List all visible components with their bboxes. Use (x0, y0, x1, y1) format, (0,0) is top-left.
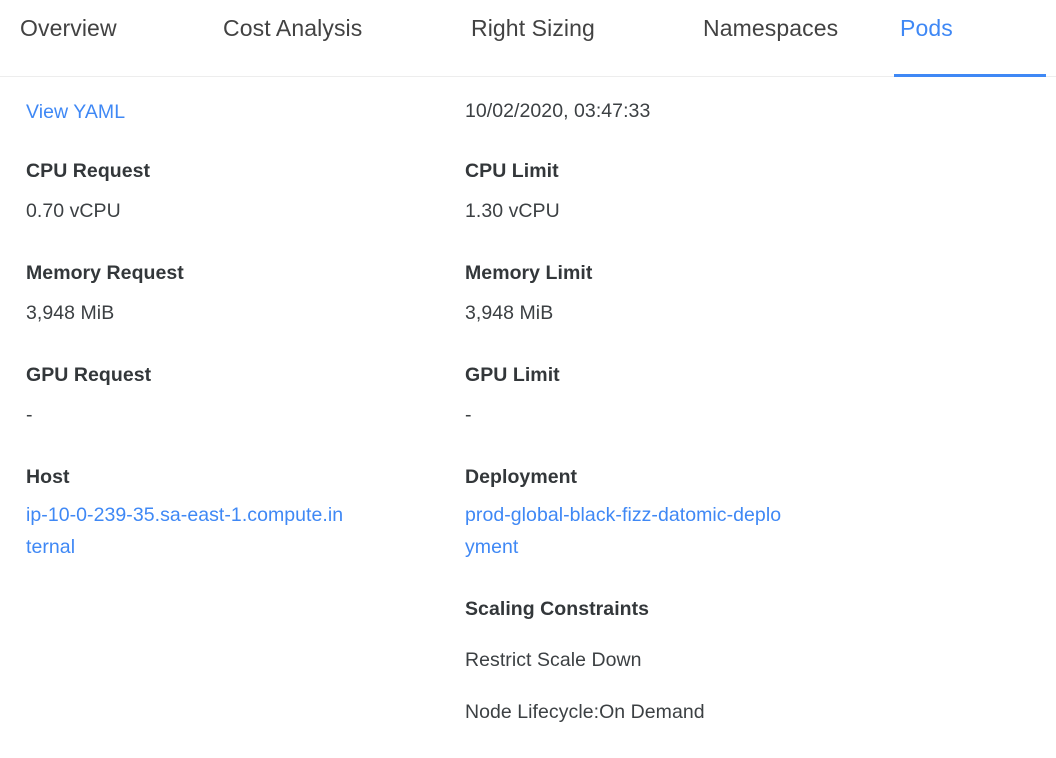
tab-overview[interactable]: Overview (14, 0, 140, 77)
tab-label: Right Sizing (471, 15, 595, 41)
tab-bar: Overview Cost Analysis Right Sizing Namespa… (0, 0, 1056, 77)
field-host: Host ip-10-0-239-35.sa-east-1.compute.in… (26, 464, 348, 563)
tab-namespaces[interactable]: Namespaces (697, 0, 847, 77)
field-label: Host (26, 466, 70, 488)
field-label: GPU Limit (465, 364, 560, 386)
field-cpu-request: CPU Request 0.70 vCPU (26, 158, 150, 224)
field-memory-request: Memory Request 3,948 MiB (26, 260, 184, 326)
field-label: Memory Request (26, 262, 184, 284)
field-value: 3,948 MiB (465, 302, 554, 324)
field-value: 1.30 vCPU (465, 200, 560, 222)
field-value: - (465, 404, 472, 426)
field-label: GPU Request (26, 364, 152, 386)
scaling-constraints-label: Scaling Constraints (465, 598, 650, 620)
tab-pods[interactable]: Pods (894, 0, 1046, 77)
view-yaml-link[interactable]: View YAML (26, 101, 126, 123)
pod-start-timestamp: 10/02/2020, 03:47:33 (465, 100, 651, 122)
tab-list: Overview Cost Analysis Right Sizing Namespa… (0, 0, 1056, 77)
tab-right-sizing[interactable]: Right Sizing (465, 0, 607, 77)
scaling-constraint-item: Restrict Scale Down (465, 649, 642, 671)
section-scaling-constraints: Scaling Constraints Restrict Scale Down … (465, 596, 705, 725)
host-link[interactable]: ip-10-0-239-35.sa-east-1.compute.interna… (26, 504, 344, 558)
tab-cost-analysis[interactable]: Cost Analysis (217, 0, 372, 77)
active-tab-underline (894, 74, 1046, 77)
field-label: CPU Limit (465, 160, 559, 182)
field-value: 0.70 vCPU (26, 200, 121, 222)
field-value: - (26, 404, 33, 426)
field-cpu-limit: CPU Limit 1.30 vCPU (465, 158, 560, 224)
field-label: Deployment (465, 466, 578, 488)
field-label: CPU Request (26, 160, 151, 182)
field-label: Memory Limit (465, 262, 593, 284)
scaling-constraint-item: Node Lifecycle:On Demand (465, 701, 705, 723)
tab-label: Cost Analysis (223, 15, 363, 41)
tab-label: Pods (900, 15, 953, 41)
field-value: 3,948 MiB (26, 302, 115, 324)
deployment-link[interactable]: prod-global-black-fizz-datomic-deploymen… (465, 504, 782, 558)
field-deployment: Deployment prod-global-black-fizz-datomi… (465, 464, 787, 563)
field-gpu-request: GPU Request - (26, 362, 151, 428)
tab-label: Namespaces (703, 15, 839, 41)
field-memory-limit: Memory Limit 3,948 MiB (465, 260, 592, 326)
field-gpu-limit: GPU Limit - (465, 362, 560, 428)
tab-label: Overview (20, 15, 117, 41)
